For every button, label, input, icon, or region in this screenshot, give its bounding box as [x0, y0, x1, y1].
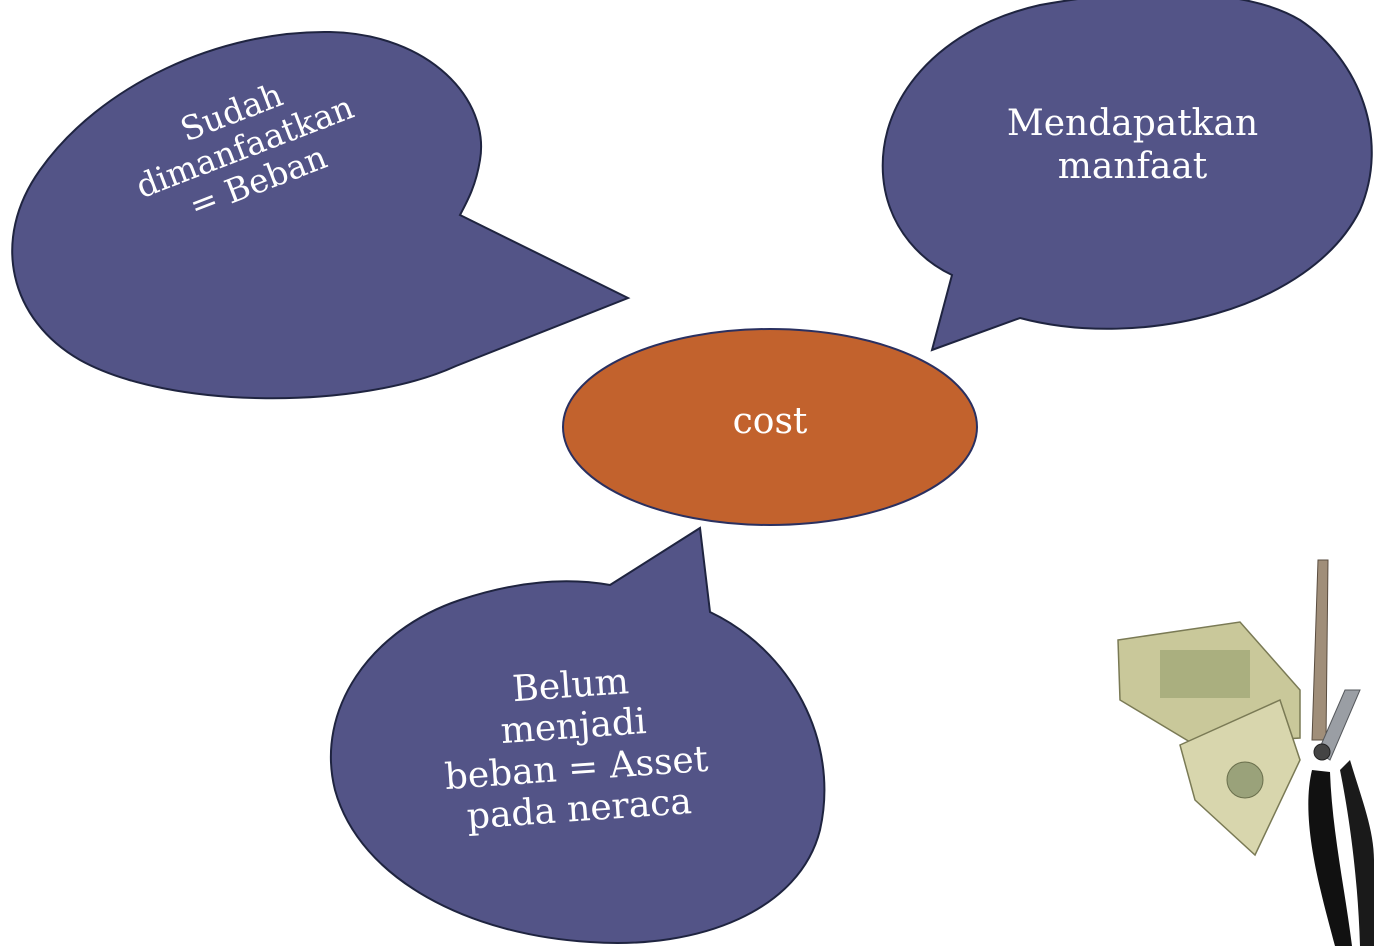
bubble-benefit-line-2: manfaat	[1057, 146, 1208, 188]
bubble-not-yet-label: Belum menjadi beban = Asset pada neraca	[390, 653, 761, 843]
center-node-text: cost	[732, 401, 808, 442]
scissors-cutting-money-icon	[1117, 559, 1374, 946]
bubble-not-yet-shape	[329, 526, 826, 944]
center-node-label: cost	[655, 401, 885, 442]
bubble-benefit-label: Mendapatkan manfaat	[960, 102, 1305, 188]
bubble-used-shape	[11, 30, 631, 400]
bubble-benefit-shape	[881, 0, 1373, 352]
center-node-shape	[562, 328, 978, 526]
bubble-benefit-line-1: Mendapatkan	[1006, 103, 1259, 144]
